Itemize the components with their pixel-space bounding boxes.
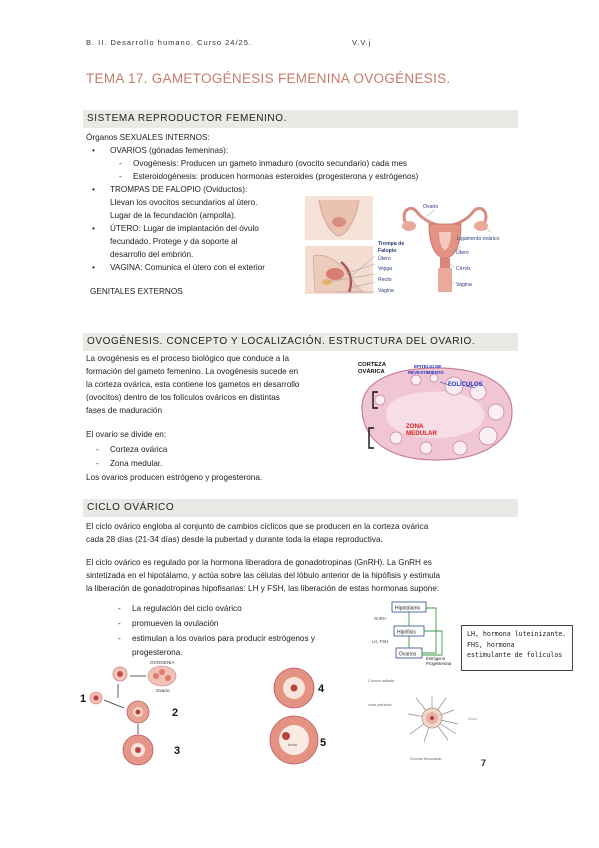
histo-label-zona-2: MEDULAR xyxy=(406,430,437,437)
vagina-item: VAGINA: Comunica el útero con el exterio… xyxy=(92,261,265,274)
histo-label-zona-1: ZONA xyxy=(406,423,424,430)
section-heading-ciclo: CICLO OVÁRICO xyxy=(83,499,518,517)
fsh-definition-line2: estimulante de folículos xyxy=(467,651,563,659)
ciclo-paragraph2-line-2: sintetizada en el hipotálamo, y actúa so… xyxy=(86,571,441,580)
utero-item: ÚTERO: Lugar de implantación del óvulo xyxy=(92,222,259,235)
follicle-stages-figure-4-5: 4 5 Antro xyxy=(269,667,326,765)
stage-number-2: 2 xyxy=(172,707,178,719)
fig-label-vagina-left: Vagina xyxy=(378,288,394,294)
left-ovary-shape xyxy=(402,221,416,231)
histo-label-corteza-1: CORTEZA xyxy=(358,362,387,368)
uterus-front-shape xyxy=(332,217,346,227)
label-ovocito: Ovocito fecundado xyxy=(410,757,442,761)
fig-label-cervix: Cérvix xyxy=(456,266,471,272)
reproductive-anatomy-figure: Trompa de Falopio Útero Vejiga Recto Vag… xyxy=(305,196,500,294)
hormona-effect-3: estimulan a los ovarios para producir es… xyxy=(118,632,315,645)
trompas-line2: Llevan los ovocitos secundarios al útero… xyxy=(110,198,258,207)
fig-label-recto: Recto xyxy=(378,277,392,283)
hormonal-axis-diagram: Hipotálamo Hipófisis Ovarios GnRH LH, FS… xyxy=(372,601,452,666)
ovarios-item: OVARIOS (gónadas femeninas): xyxy=(92,144,228,157)
fig-label-falopio: Falopio xyxy=(378,248,396,254)
fig-label-vejiga: Vejiga xyxy=(378,266,392,272)
fsh-definition: FHS, hormona xyxy=(467,640,515,649)
medular-item: Zona medular. xyxy=(96,457,162,470)
stage-number-5: 5 xyxy=(320,737,326,749)
corteza-item: Corteza ovárica xyxy=(96,443,167,456)
stage-number-1: 1 xyxy=(80,693,86,705)
ovogenesis-paragraph-line-1: La ovogénesis es el proceso biológico qu… xyxy=(86,354,290,363)
trompas-item: TROMPAS DE FALOPIO (Oviductos): xyxy=(92,183,247,196)
page-number: 7 xyxy=(481,758,486,768)
right-ovary-shape xyxy=(474,221,488,231)
axis-label-progesterona: Progesterona xyxy=(426,661,452,666)
follicle-stages-figure-1-3: OVOGENIA Ovario 1 2 3 xyxy=(80,660,180,766)
esteroidogenesis-item: Esteroidogénesis: producen hormonas este… xyxy=(119,170,418,183)
label-ovario-small: Ovario xyxy=(156,688,170,693)
fig-label-ligamento: Ligamento ovárico xyxy=(457,236,500,242)
fallopian-tubes-shape xyxy=(402,206,488,228)
section-heading-reproductor: SISTEMA REPRODUCTOR FEMENINO. xyxy=(83,110,518,128)
ovogenesis-paragraph-line-3: la corteza ovárica, esta contiene los ga… xyxy=(86,380,300,389)
genitales-externos-label: GENITALES EXTERNOS xyxy=(90,287,183,296)
utero-line2: fecundado. Protege y da soporte al xyxy=(110,237,238,246)
ciclo-paragraph2-line-3: la liberación de gonadotropinas hipofisa… xyxy=(86,584,440,593)
author-header: V.V.j xyxy=(352,38,372,47)
histo-label-foliculos: FOLÍCULOS xyxy=(448,380,483,388)
label-ovogenia: OVOGENIA xyxy=(150,660,175,665)
fig-label-trompa: Trompa de xyxy=(378,241,404,247)
histo-label-corteza-2: OVÁRICA xyxy=(358,368,386,375)
ovogenesis-paragraph-line-4: (ovocitos) dentro de los folículos ovári… xyxy=(86,393,280,402)
medulla-region xyxy=(386,391,484,438)
hormona-effect-1: La regulación del ciclo ovárico xyxy=(118,602,242,615)
axis-label-gnrh: GnRH xyxy=(374,616,386,621)
utero-line3: desarrollo del embrión. xyxy=(110,250,194,259)
ovogenesis-paragraph-line-5: fases de maduración xyxy=(86,406,163,415)
page-title: TEMA 17. GAMETOGÉNESIS FEMENINA OVOGÉNES… xyxy=(86,71,451,86)
cervix-shape xyxy=(440,258,450,268)
hormona-effect-3-line2: progesterona. xyxy=(132,648,183,657)
axis-label-hipofisis: Hipófisis xyxy=(397,630,416,636)
ciclo-paragraph1-line-2: cada 28 días (21-34 días) desde la puber… xyxy=(86,535,383,544)
ovary-histology-figure: CORTEZA OVÁRICA EPITELIO DE REVESTIMIENT… xyxy=(356,356,516,470)
fig-label-vagina-right: Vagina xyxy=(456,282,472,288)
follicles-group xyxy=(374,373,505,456)
label-zona-pelucida: zona pelúcida xyxy=(368,703,392,707)
graafian-antrum xyxy=(279,725,309,755)
fig-label-utero-left: Útero xyxy=(378,255,391,262)
vagina-shape xyxy=(438,268,452,292)
section-heading-ovogenesis: OVOGÉNESIS. CONCEPTO Y LOCALIZACIÓN. EST… xyxy=(83,333,518,351)
fig-label-ovario: Ovario xyxy=(423,204,438,210)
ciclo-paragraph2-line-1: El ciclo ovárico es regulado por la horm… xyxy=(86,558,432,567)
fertilized-oocyte-figure: Corona radiada zona pelúcida Ovocito fec… xyxy=(368,679,486,768)
ovary-small-shape xyxy=(147,665,177,687)
ovarios-producen-text: Los ovarios producen estrógeno y progest… xyxy=(86,473,263,482)
hormone-definitions-box: LH, hormona luteinizante. FHS, hormona e… xyxy=(461,625,573,671)
stage-number-3: 3 xyxy=(174,745,180,757)
axis-label-ovarios: Ovarios xyxy=(399,652,417,658)
stage-number-4: 4 xyxy=(318,683,325,695)
lh-definition: LH, hormona luteinizante. xyxy=(467,630,567,638)
course-header: B. II. Desarrollo humano. Curso 24/25. xyxy=(86,38,252,47)
ovario-divide-label: El ovario se divide en: xyxy=(86,430,167,439)
ovogenesis-paragraph-line-2: formación del gameto femenino. La ovogén… xyxy=(86,367,299,376)
organos-internos-label: Órganos SEXUALES INTERNOS: xyxy=(86,133,210,142)
uterus-side-shape xyxy=(326,268,344,280)
axis-label-estrogeno: Estrógeno xyxy=(426,656,446,661)
ovogenesis-item: Ovogénesis: Producen un gameto inmaduro … xyxy=(119,157,407,170)
hormona-effect-2: promueven la ovulación xyxy=(118,617,219,630)
axis-label-lh-fsh: LH, FSH xyxy=(372,639,388,644)
label-antro: Antro xyxy=(288,743,297,747)
ciclo-paragraph1-line-1: El ciclo ovárico engloba al conjunto de … xyxy=(86,522,429,531)
histo-label-epitelio-2: REVESTIMIENTO xyxy=(408,370,444,375)
histo-label-epitelio-1: EPITELIO DE xyxy=(414,364,441,369)
label-corona: Corona radiada xyxy=(368,679,395,683)
trompas-line3: Lugar de la fecundación (ampolla). xyxy=(110,211,237,220)
axis-label-hipotalamo: Hipotálamo xyxy=(395,606,421,612)
label-moco: Moco xyxy=(468,717,477,721)
fig-label-utero-right: Útero xyxy=(456,249,469,256)
